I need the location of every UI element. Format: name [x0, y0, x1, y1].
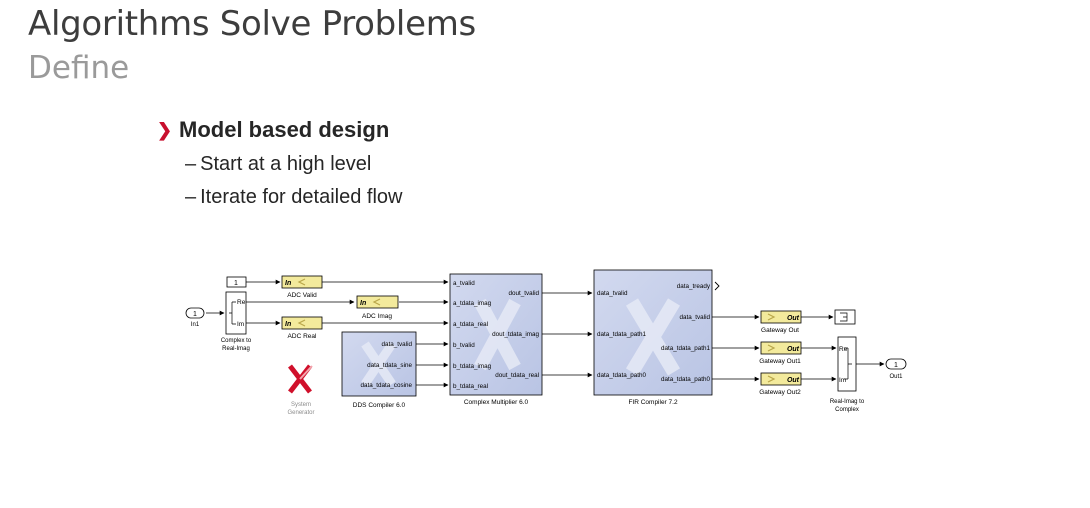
- slide-subtitle: Define: [28, 50, 130, 86]
- simulink-model-diagram: 1 In1 1 Re Im Complex to Real-Imag In AD…: [185, 269, 907, 416]
- complex-to-real-imag-block[interactable]: Re Im Complex to Real-Imag: [221, 291, 252, 352]
- cmult-out-dout-tvalid: dout_tvalid: [509, 290, 540, 297]
- terminator-block[interactable]: [834, 309, 856, 325]
- bullet-main: ❯ Model based design: [157, 117, 402, 143]
- dash-glyph: –: [185, 186, 197, 208]
- block-label-line2: Real-Imag: [222, 346, 250, 352]
- constant-block[interactable]: 1: [226, 276, 247, 288]
- gateway-out[interactable]: Out Gateway Out: [760, 310, 802, 334]
- gateway-label: Gateway Out2: [759, 389, 801, 396]
- cmult-in-b-tdata-real: b_tdata_real: [453, 383, 488, 390]
- sub-bullet-text: Start at a high level: [200, 153, 372, 175]
- gateway-out2[interactable]: Out Gateway Out2: [759, 372, 802, 396]
- outport-number: 1: [894, 362, 898, 369]
- bullet-main-text: Model based design: [179, 117, 390, 142]
- dds-compiler-block[interactable]: data_tvalid data_tdata_sine data_tdata_c…: [341, 331, 417, 409]
- block-label-line1: Real-Imag to: [830, 399, 865, 405]
- sysgen-label-line1: System: [291, 402, 311, 408]
- outport-out1[interactable]: 1 Out1: [885, 358, 907, 380]
- port-im-label: Im: [839, 377, 846, 384]
- gateway-text: Out: [787, 346, 800, 353]
- gateway-label: ADC Valid: [287, 292, 317, 299]
- block-label-line1: Complex to: [221, 338, 252, 344]
- fir-in-path1: data_tdata_path1: [597, 331, 647, 338]
- dash-glyph: –: [185, 153, 197, 175]
- bullet-list: ❯ Model based design – Start at a high l…: [157, 117, 402, 209]
- inport-in1[interactable]: 1 In1: [185, 307, 205, 328]
- gateway-in-adc-real[interactable]: In ADC Real: [281, 316, 323, 340]
- dds-port-data-tvalid: data_tvalid: [382, 341, 413, 348]
- cmult-in-a-tdata-imag: a_tdata_imag: [453, 300, 492, 307]
- port-re-label: Re: [237, 299, 246, 306]
- system-generator-block[interactable]: System Generator: [287, 364, 315, 416]
- sub-bullet: – Start at a high level: [185, 153, 402, 176]
- block-label-line2: Complex: [835, 407, 859, 413]
- port-re-label: Re: [839, 346, 848, 353]
- gateway-text: In: [360, 300, 366, 307]
- fir-out-data-tready: data_tready: [677, 283, 711, 290]
- port-im-label: Im: [237, 321, 244, 328]
- gateway-out1[interactable]: Out Gateway Out1: [759, 341, 802, 365]
- gateway-text: Out: [787, 315, 800, 322]
- dds-label: DDS Compiler 6.0: [353, 402, 406, 409]
- signal-wires: [206, 279, 885, 388]
- cmult-in-b-tdata-imag: b_tdata_imag: [453, 363, 492, 370]
- gateway-label: ADC Real: [288, 333, 317, 340]
- slide-title: Algorithms Solve Problems: [28, 4, 476, 44]
- fir-out-path1: data_tdata_path1: [661, 345, 711, 352]
- chevron-right-icon: [714, 281, 720, 291]
- fir-compiler-block[interactable]: data_tvalid data_tdata_path1 data_tdata_…: [593, 269, 720, 406]
- complex-multiplier-block[interactable]: a_tvalid a_tdata_imag a_tdata_real b_tva…: [449, 273, 543, 406]
- gateway-text: In: [285, 280, 291, 287]
- gateway-text: Out: [787, 377, 800, 384]
- fir-out-data-tvalid: data_tvalid: [680, 314, 711, 321]
- gateway-label: Gateway Out: [761, 327, 799, 334]
- gateway-text: In: [285, 321, 291, 328]
- gateway-in-adc-imag[interactable]: In ADC Imag: [356, 295, 399, 320]
- gateway-label: ADC Imag: [362, 313, 392, 320]
- sub-bullet-text: Iterate for detailed flow: [200, 186, 403, 208]
- cmult-in-a-tvalid: a_tvalid: [453, 280, 475, 287]
- fir-in-path0: data_tdata_path0: [597, 372, 647, 379]
- fir-out-path0: data_tdata_path0: [661, 376, 711, 383]
- fir-in-data-tvalid: data_tvalid: [597, 290, 628, 297]
- chevron-right-icon: ❯: [157, 119, 173, 140]
- constant-value: 1: [234, 280, 238, 287]
- inport-number: 1: [193, 311, 197, 318]
- fir-label: FIR Compiler 7.2: [628, 399, 678, 406]
- cmult-label: Complex Multiplier 6.0: [464, 399, 529, 406]
- cmult-out-dout-tdata-real: dout_tdata_real: [495, 372, 539, 379]
- outport-label: Out1: [889, 374, 903, 380]
- dds-port-sine: data_tdata_sine: [367, 362, 412, 369]
- xilinx-logo-icon: [288, 364, 313, 394]
- gateway-in-adc-valid[interactable]: In ADC Valid: [281, 275, 323, 299]
- gateway-label: Gateway Out1: [759, 358, 801, 365]
- cmult-out-dout-tdata-imag: dout_tdata_imag: [492, 331, 539, 338]
- sysgen-label-line2: Generator: [287, 410, 314, 416]
- cmult-in-b-tvalid: b_tvalid: [453, 342, 475, 349]
- real-imag-to-complex-block[interactable]: Re Im Real-Imag to Complex: [830, 336, 865, 413]
- inport-label: In1: [191, 322, 200, 328]
- cmult-in-a-tdata-real: a_tdata_real: [453, 321, 488, 328]
- dds-port-cosine: data_tdata_cosine: [361, 382, 413, 389]
- sub-bullet: – Iterate for detailed flow: [185, 186, 402, 209]
